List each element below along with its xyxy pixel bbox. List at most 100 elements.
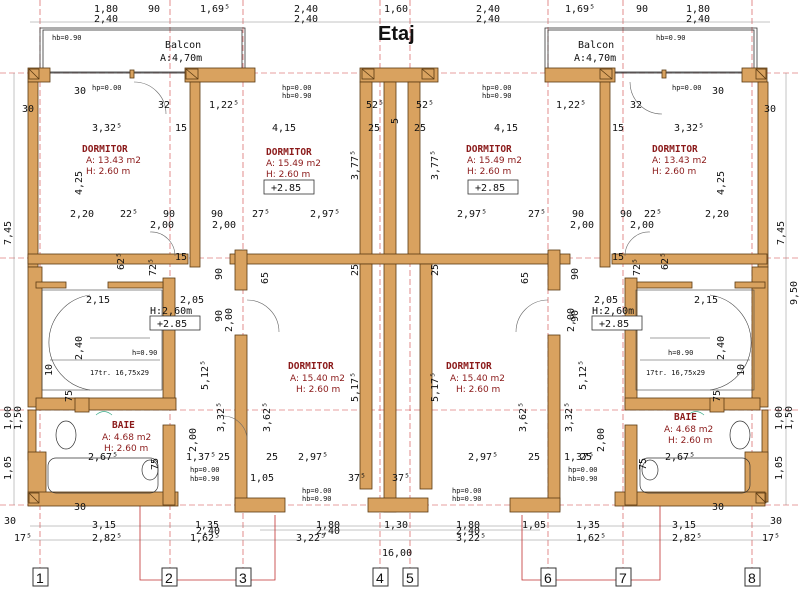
dim-label: 2,15 xyxy=(694,295,718,306)
dim-label: 1,37⁵ xyxy=(564,452,594,463)
axis-label: 7 xyxy=(619,570,627,586)
opening-hp: hp=0.00 xyxy=(672,84,702,92)
dim-label: 25 xyxy=(368,123,380,134)
dim-label: 15 xyxy=(175,123,187,134)
dim-label: 27⁵ xyxy=(528,209,546,220)
dim-label: 2,97⁵ xyxy=(457,209,487,220)
dim-label: 90 xyxy=(620,209,632,220)
dim-label: 2,97⁵ xyxy=(468,452,498,463)
dim-label: 90 xyxy=(636,4,648,15)
dim-label: 2,05 xyxy=(594,295,618,306)
walls xyxy=(27,67,769,513)
dim-label: 72⁵ xyxy=(148,258,159,276)
dim-label: 1,62⁵ xyxy=(576,533,606,544)
dim-label: 1,05 xyxy=(522,520,546,531)
dim-label: 1,69⁵ xyxy=(200,4,230,15)
dim-label: 17⁵ xyxy=(14,533,32,544)
dim-label: 1,60 xyxy=(384,4,408,15)
axis-marker-1: 1 xyxy=(32,567,49,587)
inner-dimensions: 3,32⁵ 4,15 4,15 3,32⁵ 1,22⁵ 1,22⁵ 2,20 2… xyxy=(22,86,776,531)
dim-label: 25 xyxy=(350,264,361,276)
dim-label: 3,32⁵ xyxy=(92,123,122,134)
dim-label: 90 xyxy=(570,310,581,322)
dim-label: 2,00 xyxy=(224,308,235,332)
balconies xyxy=(39,27,758,74)
room-height: H: 2.60 m xyxy=(86,167,130,177)
bottom-dimensions: 30 3,15 1,35 1,80 1,30 1,80 1,35 3,15 30… xyxy=(4,516,782,559)
dim-label: 1,35 xyxy=(576,520,600,531)
dim-label: 27⁵ xyxy=(252,209,270,220)
dim-label: 37⁵ xyxy=(348,473,366,484)
dim-label: 5,17⁵ xyxy=(430,372,441,402)
top-dimensions: 1,69⁵ 90 2,40 1,60 2,40 90 1,69⁵ 1,80 2,… xyxy=(94,4,710,25)
dim-label: 2,40 xyxy=(716,336,727,360)
dim-label: 5,12⁵ xyxy=(578,360,589,390)
dim-label: 2,40 xyxy=(294,14,318,25)
dim-label: 2,40 xyxy=(316,526,340,537)
dim-label: 15 xyxy=(612,123,624,134)
dim-label: 9,50 xyxy=(789,281,800,305)
dim-label: 65 xyxy=(260,272,271,284)
dim-label: 15 xyxy=(612,252,624,263)
dim-label: 90 xyxy=(163,209,175,220)
total-dimension: 16,00 xyxy=(382,548,412,559)
dim-label: 90 xyxy=(214,268,225,280)
dim-label: 1,80 xyxy=(316,520,340,531)
room-area: A: 13.43 m2 xyxy=(652,156,707,166)
dim-label: 3,15 xyxy=(672,520,696,531)
dim-label: 75 xyxy=(712,390,723,402)
room-area: A: 4.68 m2 xyxy=(102,433,151,443)
dim-label: 30 xyxy=(712,86,724,97)
room-area: A: 15.40 m2 xyxy=(290,374,345,384)
dim-label: 90 xyxy=(211,209,223,220)
dim-label: 1,22⁵ xyxy=(209,100,239,111)
opening-hp: hp=0.00 xyxy=(452,487,482,495)
dim-label: 2,05 xyxy=(180,295,204,306)
dim-label: 2,00 xyxy=(188,428,199,452)
dim-label: 1,00 xyxy=(774,406,785,430)
axis-marker-7: 7 xyxy=(615,567,632,587)
dim-label: 2,97⁵ xyxy=(298,452,328,463)
room-dormitor-5: DORMITOR A: 15.40 m2 H: 2.60 m xyxy=(288,361,345,395)
opening-hp: hp=0.00 xyxy=(482,84,512,92)
room-name: DORMITOR xyxy=(82,144,128,155)
dim-label: 2,40 xyxy=(476,4,500,15)
dim-label: 1,80 xyxy=(456,520,480,531)
dim-label: 2,40 xyxy=(196,526,220,537)
dim-label: 1,50 xyxy=(784,406,795,430)
room-height: H: 2.60 m xyxy=(456,385,500,395)
dim-label: 2,82⁵ xyxy=(672,533,702,544)
balcony-left-area: A:4,70m xyxy=(160,53,202,64)
dim-label: 72⁵ xyxy=(632,258,643,276)
level-label: +2.85 xyxy=(157,319,187,330)
room-name: DORMITOR xyxy=(266,147,312,158)
level-boxes xyxy=(149,179,643,331)
dim-label: 2,40 xyxy=(686,14,710,25)
axis-label: 2 xyxy=(165,570,173,586)
dim-label: 2,40 xyxy=(94,14,118,25)
level-label: +2.85 xyxy=(599,319,629,330)
dim-label: 37⁵ xyxy=(392,473,410,484)
dim-label: 75 xyxy=(638,458,649,470)
dim-label: 7,45 xyxy=(776,221,787,245)
dim-label: 2,40 xyxy=(476,14,500,25)
dim-label: 62⁵ xyxy=(660,252,671,270)
dim-label: 5,17⁵ xyxy=(350,372,361,402)
dim-label: 2,00 xyxy=(150,220,174,231)
room-dormitor-4: DORMITOR A: 13.43 m2 H: 2.60 m xyxy=(652,144,707,177)
room-height: H: 2.60 m xyxy=(104,444,148,454)
dim-label: 30 xyxy=(74,502,86,513)
dim-label: 2,20 xyxy=(70,209,94,220)
dim-label: 1,00 xyxy=(3,406,14,430)
dim-label: 25 xyxy=(528,452,540,463)
dim-label: 3,32⁵ xyxy=(564,402,575,432)
stair-railing: h=0.90 xyxy=(132,349,157,357)
dim-label: 1,50 xyxy=(13,406,24,430)
dim-label: 2,00 xyxy=(596,428,607,452)
dim-label: 4,15 xyxy=(494,123,518,134)
dim-label: 75 xyxy=(64,390,75,402)
balcony-right-area: A:4,70m xyxy=(574,53,616,64)
dim-label: 3,32⁵ xyxy=(216,402,227,432)
axis-marker-4: 4 xyxy=(372,567,389,587)
opening-hb: hb=0.90 xyxy=(452,495,482,503)
